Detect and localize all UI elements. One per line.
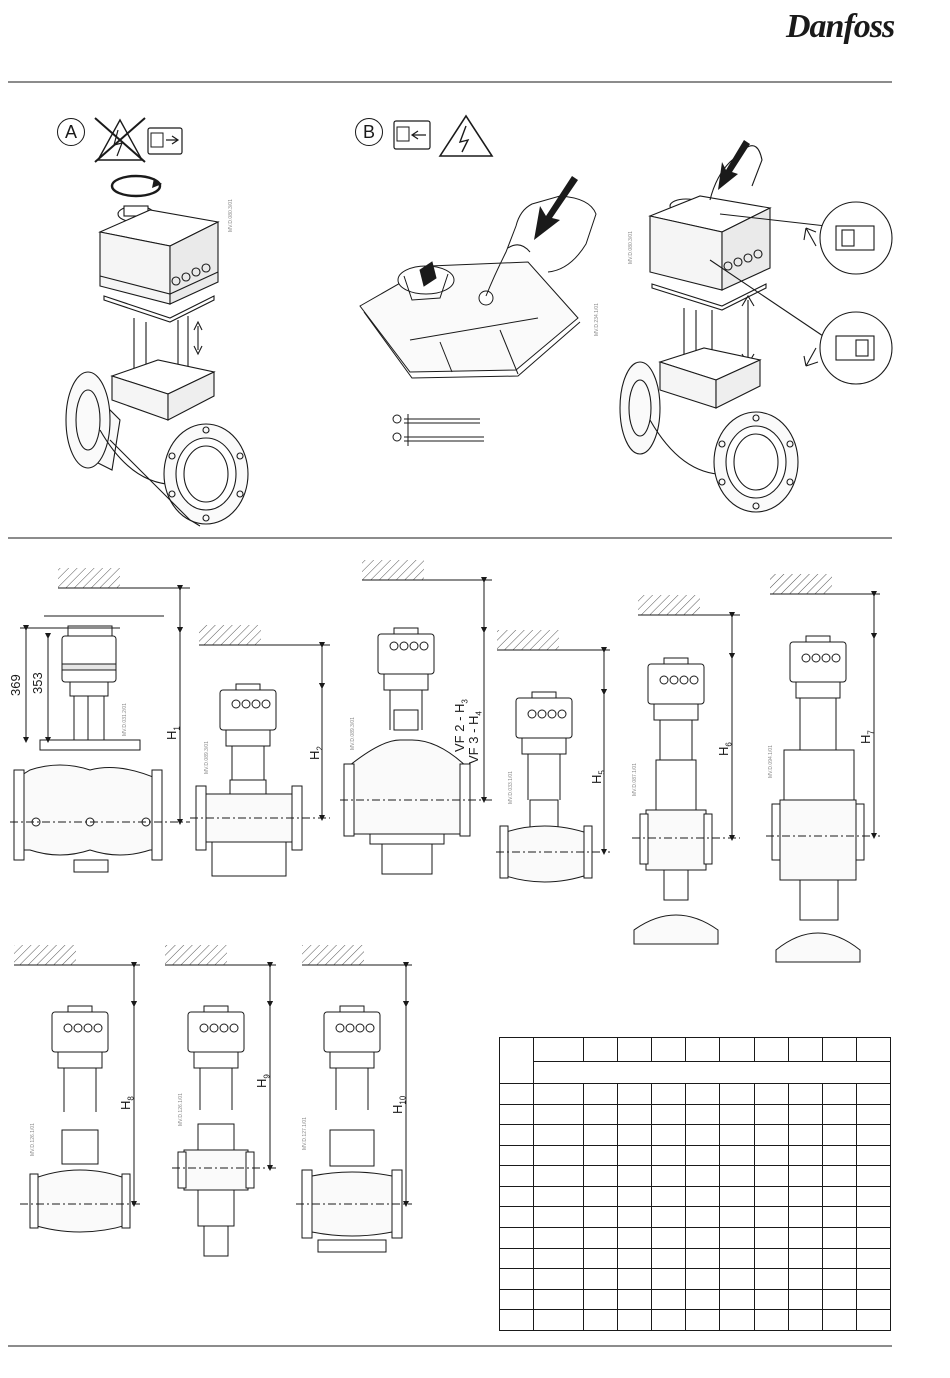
dim-h8: H8 [118,1096,136,1110]
dim-h5: H5 [589,770,607,784]
drawing-code-f5: MV.D.087.1/01 [632,763,638,796]
table-row [499,1144,892,1167]
table-cell [533,1061,891,1084]
table-row [499,1103,892,1126]
dim-353: 353 [30,672,45,694]
rotate-arrow-icon [110,174,162,198]
callout-down [803,311,893,385]
panel-label-a: A [57,118,85,146]
press-down-arrow-icon [534,176,578,240]
dim-h1: H1 [164,726,182,740]
actuator-valve-a [65,205,249,527]
panel-label-b: B [355,118,383,146]
drawing-code-f1: MV.D.031.2/01 [122,703,128,736]
table-row [499,1227,892,1249]
plug-icon [147,127,183,155]
dimension-table [499,1037,892,1331]
table-cell [821,1037,857,1062]
table-cell [582,1037,619,1062]
drawing-code-f8: MV.D.126.1/01 [178,1093,184,1126]
table-row [499,1206,892,1229]
table-cell [685,1037,721,1062]
dim-h6: H6 [716,742,734,756]
warning-high-voltage-icon [438,114,494,157]
table-row [499,1268,892,1290]
dim-vf3: VF 3 - H4 [466,711,484,764]
press-down-arrow-icon-2 [718,140,750,190]
danfoss-logo: Danfoss [786,8,895,45]
drawing-code-f4: MV.D.033.1/01 [508,771,514,804]
drawing-code-f9: MV.D.127.1/01 [302,1117,308,1150]
drawing-code-f6: MV.D.094.1/01 [768,745,774,778]
dim-h2: H2 [307,746,325,760]
drawing-code-f2: MV.D.089.3/01 [204,741,210,774]
table-cell [719,1037,755,1062]
table-row [499,1124,892,1146]
drawing-code-f7: MV.D.126.1/01 [30,1123,36,1156]
drawing-code-a: MV.D.080.3/01 [228,199,234,232]
table-row [499,1165,892,1187]
dim-h10: H10 [390,1095,408,1114]
dim-h7: H7 [858,730,876,744]
table-cell [617,1037,653,1062]
drawing-code-b2: MV.D.080.3/01 [628,231,634,264]
callout-up [803,201,893,275]
table-row [499,1083,892,1105]
table-cell [855,1037,892,1062]
drawing-code-b1: MV.D.234.1/01 [594,303,600,336]
actuator-cover-b [359,261,581,379]
no-power-icon [94,117,146,163]
table-row [499,1288,892,1311]
drawing-code-f3: MV.D.089.3/01 [350,717,356,750]
table-cell [787,1037,823,1062]
table-row [499,1247,892,1270]
table-row [499,1309,892,1331]
table-cell [651,1037,687,1062]
hand-b [485,195,597,297]
table-cell [499,1037,534,1084]
dim-369: 369 [8,674,23,696]
dim-h9: H9 [254,1074,272,1088]
plug-icon-b [393,120,431,150]
actuator-valve-b [619,145,827,513]
table-cell [533,1037,584,1062]
led-indicators [392,414,484,446]
table-row [499,1185,892,1208]
table-cell [753,1037,789,1062]
